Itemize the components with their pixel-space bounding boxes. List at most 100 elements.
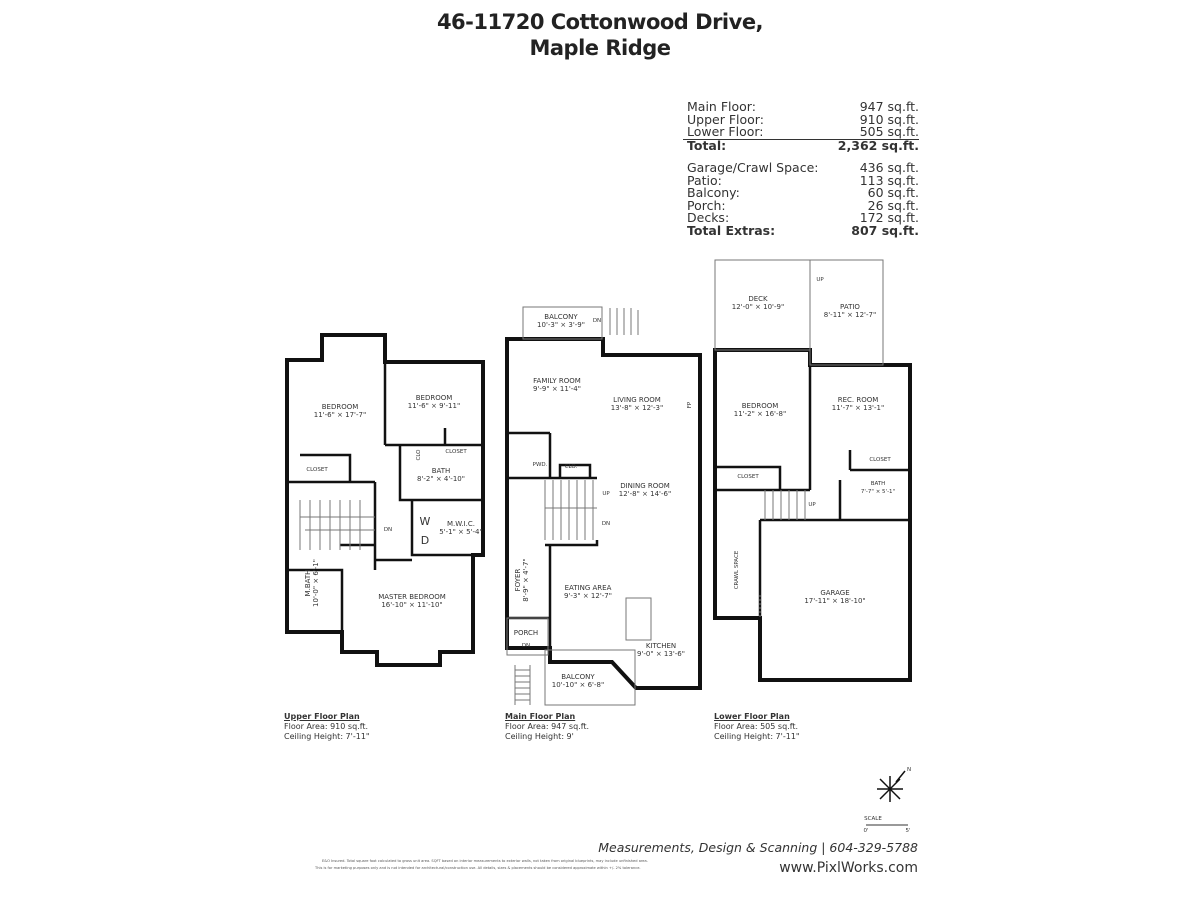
lower-interior-walls (715, 365, 910, 618)
website-link[interactable]: www.PixlWorks.com (779, 860, 918, 876)
room-name: BALCONY (544, 313, 578, 321)
main-stairs (544, 480, 597, 540)
fireplace-label: FP (687, 401, 693, 409)
area-row-balcony: Balcony: 60 sq.ft. (687, 185, 919, 200)
room-dims: 9'-0" × 13'-6" (637, 650, 685, 658)
scale-start: 0' (863, 828, 869, 834)
upper-closet-2: CLOSET (445, 449, 467, 455)
area-row-lower: Lower Floor:505 sq.ft. (687, 124, 919, 139)
caption-area: Floor Area: 947 sq.ft. (505, 722, 590, 731)
area-value: 910 sq.ft. (859, 111, 919, 127)
main-floor-outline (505, 337, 702, 690)
lower-closet-1: CLOSET (869, 457, 891, 463)
room-dims: 5'-1" × 5'-4" (439, 528, 483, 536)
room-dims: 9'-9" × 11'-4" (533, 385, 581, 393)
area-row-porch: Porch: 26 sq.ft. (687, 197, 919, 213)
porch-steps (514, 665, 531, 705)
area-value: 26 sq.ft. (867, 197, 919, 213)
stairs-up-label: UP (816, 277, 824, 283)
room-name: GARAGE (820, 589, 850, 597)
caption-area: Floor Area: 910 sq.ft. (284, 722, 369, 731)
area-value: 436 sq.ft. (859, 160, 919, 175)
room-dims: 11'-6" × 9'-11" (407, 402, 461, 410)
room-lower-bath: BATH 7'-7" × 5'-1" (861, 480, 895, 496)
area-value: 113 sq.ft. (859, 172, 919, 188)
dryer-icon: D (420, 534, 430, 547)
stairs-down-label: DN (592, 318, 602, 324)
area-value: 505 sq.ft. (859, 124, 919, 139)
room-name: MASTER BEDROOM (378, 593, 446, 601)
caption-heading: Lower Floor Plan (714, 712, 790, 721)
room-name: BATH (431, 467, 451, 475)
scale-end: 5' (905, 828, 911, 834)
area-value: 947 sq.ft. (859, 99, 919, 114)
room-name: M.BATH (304, 569, 312, 597)
room-name: LIVING ROOM (613, 396, 661, 404)
room-dims: 12'-0" × 10'-9" (731, 303, 785, 311)
north-label: N (906, 767, 912, 773)
room-upper-mwic: M.W.I.C.5'-1" × 5'-4" (439, 520, 482, 536)
room-dims: 7'-7" × 5'-1" (860, 489, 896, 495)
room-dims: 8'-9" × 4'-7" (522, 558, 530, 602)
upper-clo: CLO (416, 449, 422, 461)
stairs-up-label: UP (602, 491, 610, 497)
room-name: BATH (870, 481, 886, 487)
lower-patio (809, 259, 884, 366)
caption-ceiling: Ceiling Height: 7'-11" (714, 732, 800, 741)
room-dims: 10'-0" × 6'-1" (312, 559, 320, 607)
area-label: Balcony: (687, 185, 740, 200)
area-label: Porch: (687, 197, 726, 213)
lower-stairs (764, 490, 806, 520)
room-name: M.W.I.C. (446, 520, 476, 528)
room-dims: 11'-7" × 13'-1" (831, 404, 885, 412)
room-name: BEDROOM (415, 394, 453, 402)
main-balcony-bottom (544, 649, 636, 706)
area-row-total-extras: Total Extras:807 sq.ft. (687, 222, 919, 238)
room-name: FOYER (514, 568, 522, 592)
room-dims: 16'-10" × 11'-10" (381, 601, 443, 609)
compass-rose-icon (877, 770, 906, 802)
stairs-down-label: DN (383, 527, 393, 533)
room-dims: 11'-2" × 16'-8" (733, 410, 787, 418)
area-row-decks: Decks: 172 sq.ft. (687, 210, 919, 225)
area-row-garage: Garage/Crawl Space:436 sq.ft. (687, 160, 919, 175)
disclaimer-line-2: This is for marketing purposes only and … (315, 866, 641, 870)
room-dims: 8'-11" × 12'-7" (823, 311, 877, 319)
area-value: 172 sq.ft. (859, 210, 919, 225)
area-row-patio: Patio:113 sq.ft. (687, 172, 919, 188)
upper-closet-1: CLOSET (306, 467, 328, 473)
area-summary: Main Floor:947 sq.ft. Upper Floor:910 sq… (683, 99, 919, 238)
room-main-porch: PORCH (513, 629, 539, 637)
main-interior-walls (507, 431, 599, 648)
room-dims: 12'-8" × 14'-6" (618, 490, 672, 498)
credit-line: Measurements, Design & Scanning | 604-32… (598, 840, 918, 855)
disclaimer-line-1: E&O Insured. Total square foot calculate… (322, 859, 648, 863)
caption-ceiling: Ceiling Height: 9' (505, 732, 574, 741)
washer-icon: W (419, 515, 431, 528)
room-dims: 10'-3" × 3'-9" (537, 321, 585, 329)
upper-interior-walls (287, 362, 483, 632)
scale-label: SCALE (864, 816, 882, 822)
area-value: 807 sq.ft. (851, 222, 919, 238)
room-dims: 9'-3" × 12'-7" (564, 592, 612, 600)
upper-stairs (299, 500, 375, 550)
area-row-main: Main Floor:947 sq.ft. (687, 99, 919, 114)
room-dims: 10'-10" × 6'-8" (551, 681, 605, 689)
room-dims: 17'-11" × 18'-10" (804, 597, 866, 605)
upper-floor-outline (285, 333, 485, 667)
area-label: Decks: (687, 210, 730, 225)
title-address: 46-11720 Cottonwood Drive, (436, 10, 764, 34)
area-value: 60 sq.ft. (867, 185, 919, 200)
